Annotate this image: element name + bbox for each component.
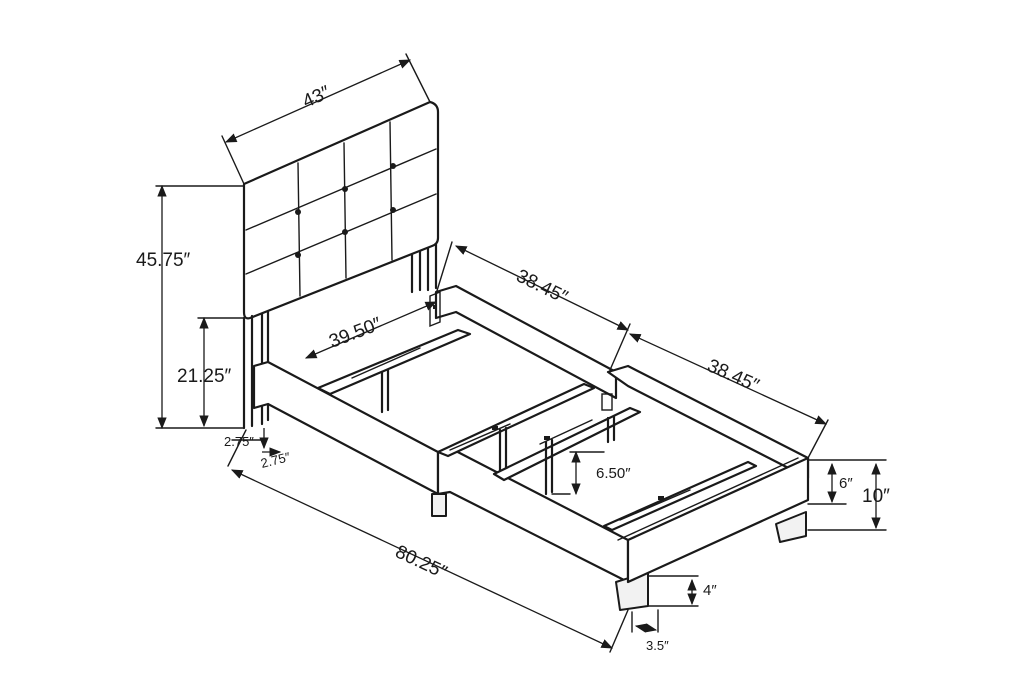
label-inner-width: 39.50″	[326, 314, 384, 353]
foot-rail	[617, 456, 810, 584]
label-leg-width: 3.5″	[646, 638, 669, 653]
label-post-width: 2.75″	[259, 449, 292, 471]
label-headboard-width: 43″	[299, 82, 333, 113]
label-frame-height: 10″	[862, 486, 890, 507]
label-rail-length-foot: 38.45″	[704, 355, 762, 396]
label-overall-height: 45.75″	[136, 250, 191, 271]
label-rail-length-head: 38.45″	[513, 266, 571, 309]
label-rail-height: 6″	[839, 475, 853, 492]
label-headboard-leg-height: 21.25″	[177, 366, 232, 387]
label-overall-length: 80.25″	[392, 541, 450, 583]
dimension-lines	[155, 53, 887, 653]
dimension-labels: 43″ 45.75″ 21.25″ 38.45″ 38.45″ 39.50″ 8…	[136, 82, 890, 653]
label-post-depth: 2.75″	[224, 434, 254, 449]
label-slat-leg-height: 6.50″	[596, 465, 631, 482]
label-leg-height: 4″	[703, 582, 717, 599]
